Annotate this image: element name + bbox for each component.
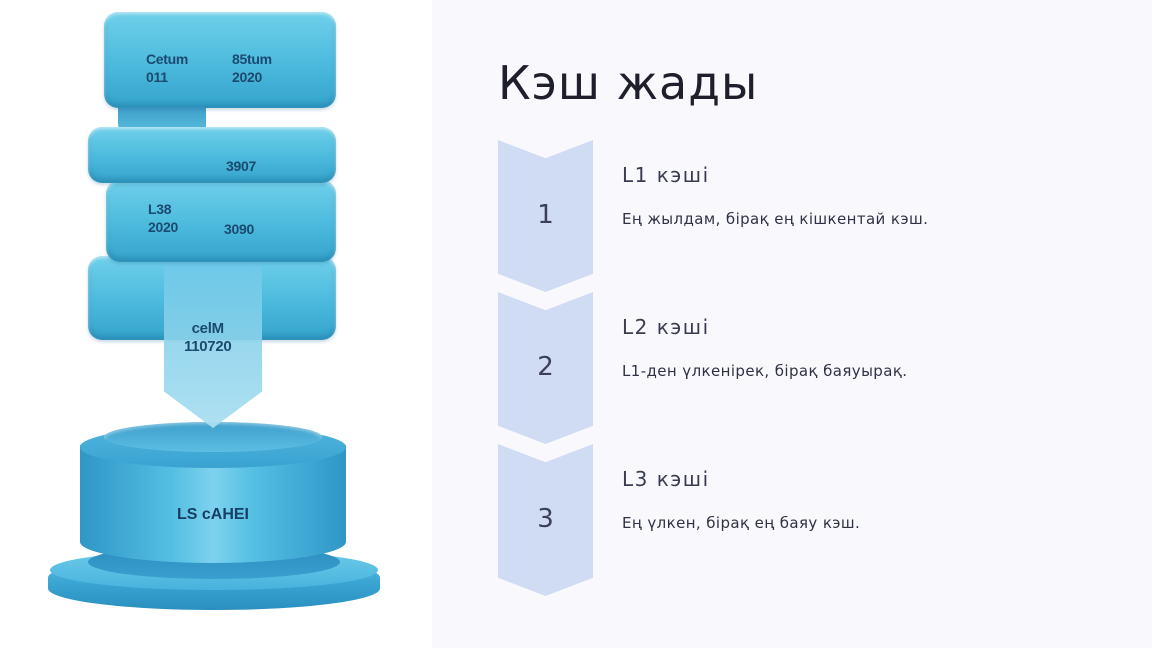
step-3-description: Ең үлкен, бірақ ең баяу кэш. bbox=[622, 514, 861, 532]
funnel-arrow bbox=[164, 262, 262, 428]
cache-block-1: Cetum 011 85tum 2020 bbox=[104, 12, 336, 108]
step-2-number: 2 bbox=[537, 352, 554, 382]
step-3-chevron bbox=[498, 444, 593, 596]
step-2-title: L2 кэші bbox=[622, 315, 710, 339]
block-2-col2: 3907 bbox=[226, 158, 256, 174]
funnel-text: celM 110720 bbox=[184, 320, 232, 355]
step-2-chevron bbox=[498, 292, 593, 444]
block-1-col2: 85tum 2020 bbox=[232, 51, 272, 85]
block-1-col1: Cetum 011 bbox=[146, 51, 189, 85]
step-3-number: 3 bbox=[537, 504, 554, 534]
step-3-title: L3 кэші bbox=[622, 467, 710, 491]
step-1-title: L1 кэші bbox=[622, 163, 710, 187]
block-3-col2: 3090 bbox=[224, 221, 254, 237]
step-2-description: L1-ден үлкенірек, бірақ баяуырақ. bbox=[622, 362, 908, 380]
cache-block-2: 3907 bbox=[88, 127, 336, 183]
step-1-description: Ең жылдам, бірақ ең кішкентай кэш. bbox=[622, 210, 929, 228]
step-1-number: 1 bbox=[537, 200, 554, 230]
cylinder-label: LS cAHEI bbox=[176, 506, 249, 523]
cache-block-3: L38 2020 3090 bbox=[106, 180, 336, 262]
block-3-col1: L38 2020 bbox=[148, 201, 178, 235]
step-1-chevron bbox=[498, 140, 593, 292]
slide-title: Кэш жады bbox=[498, 56, 759, 110]
illustration-panel: LS cAHEI celM 110720 L38 2020 3090 3907 … bbox=[0, 0, 432, 648]
